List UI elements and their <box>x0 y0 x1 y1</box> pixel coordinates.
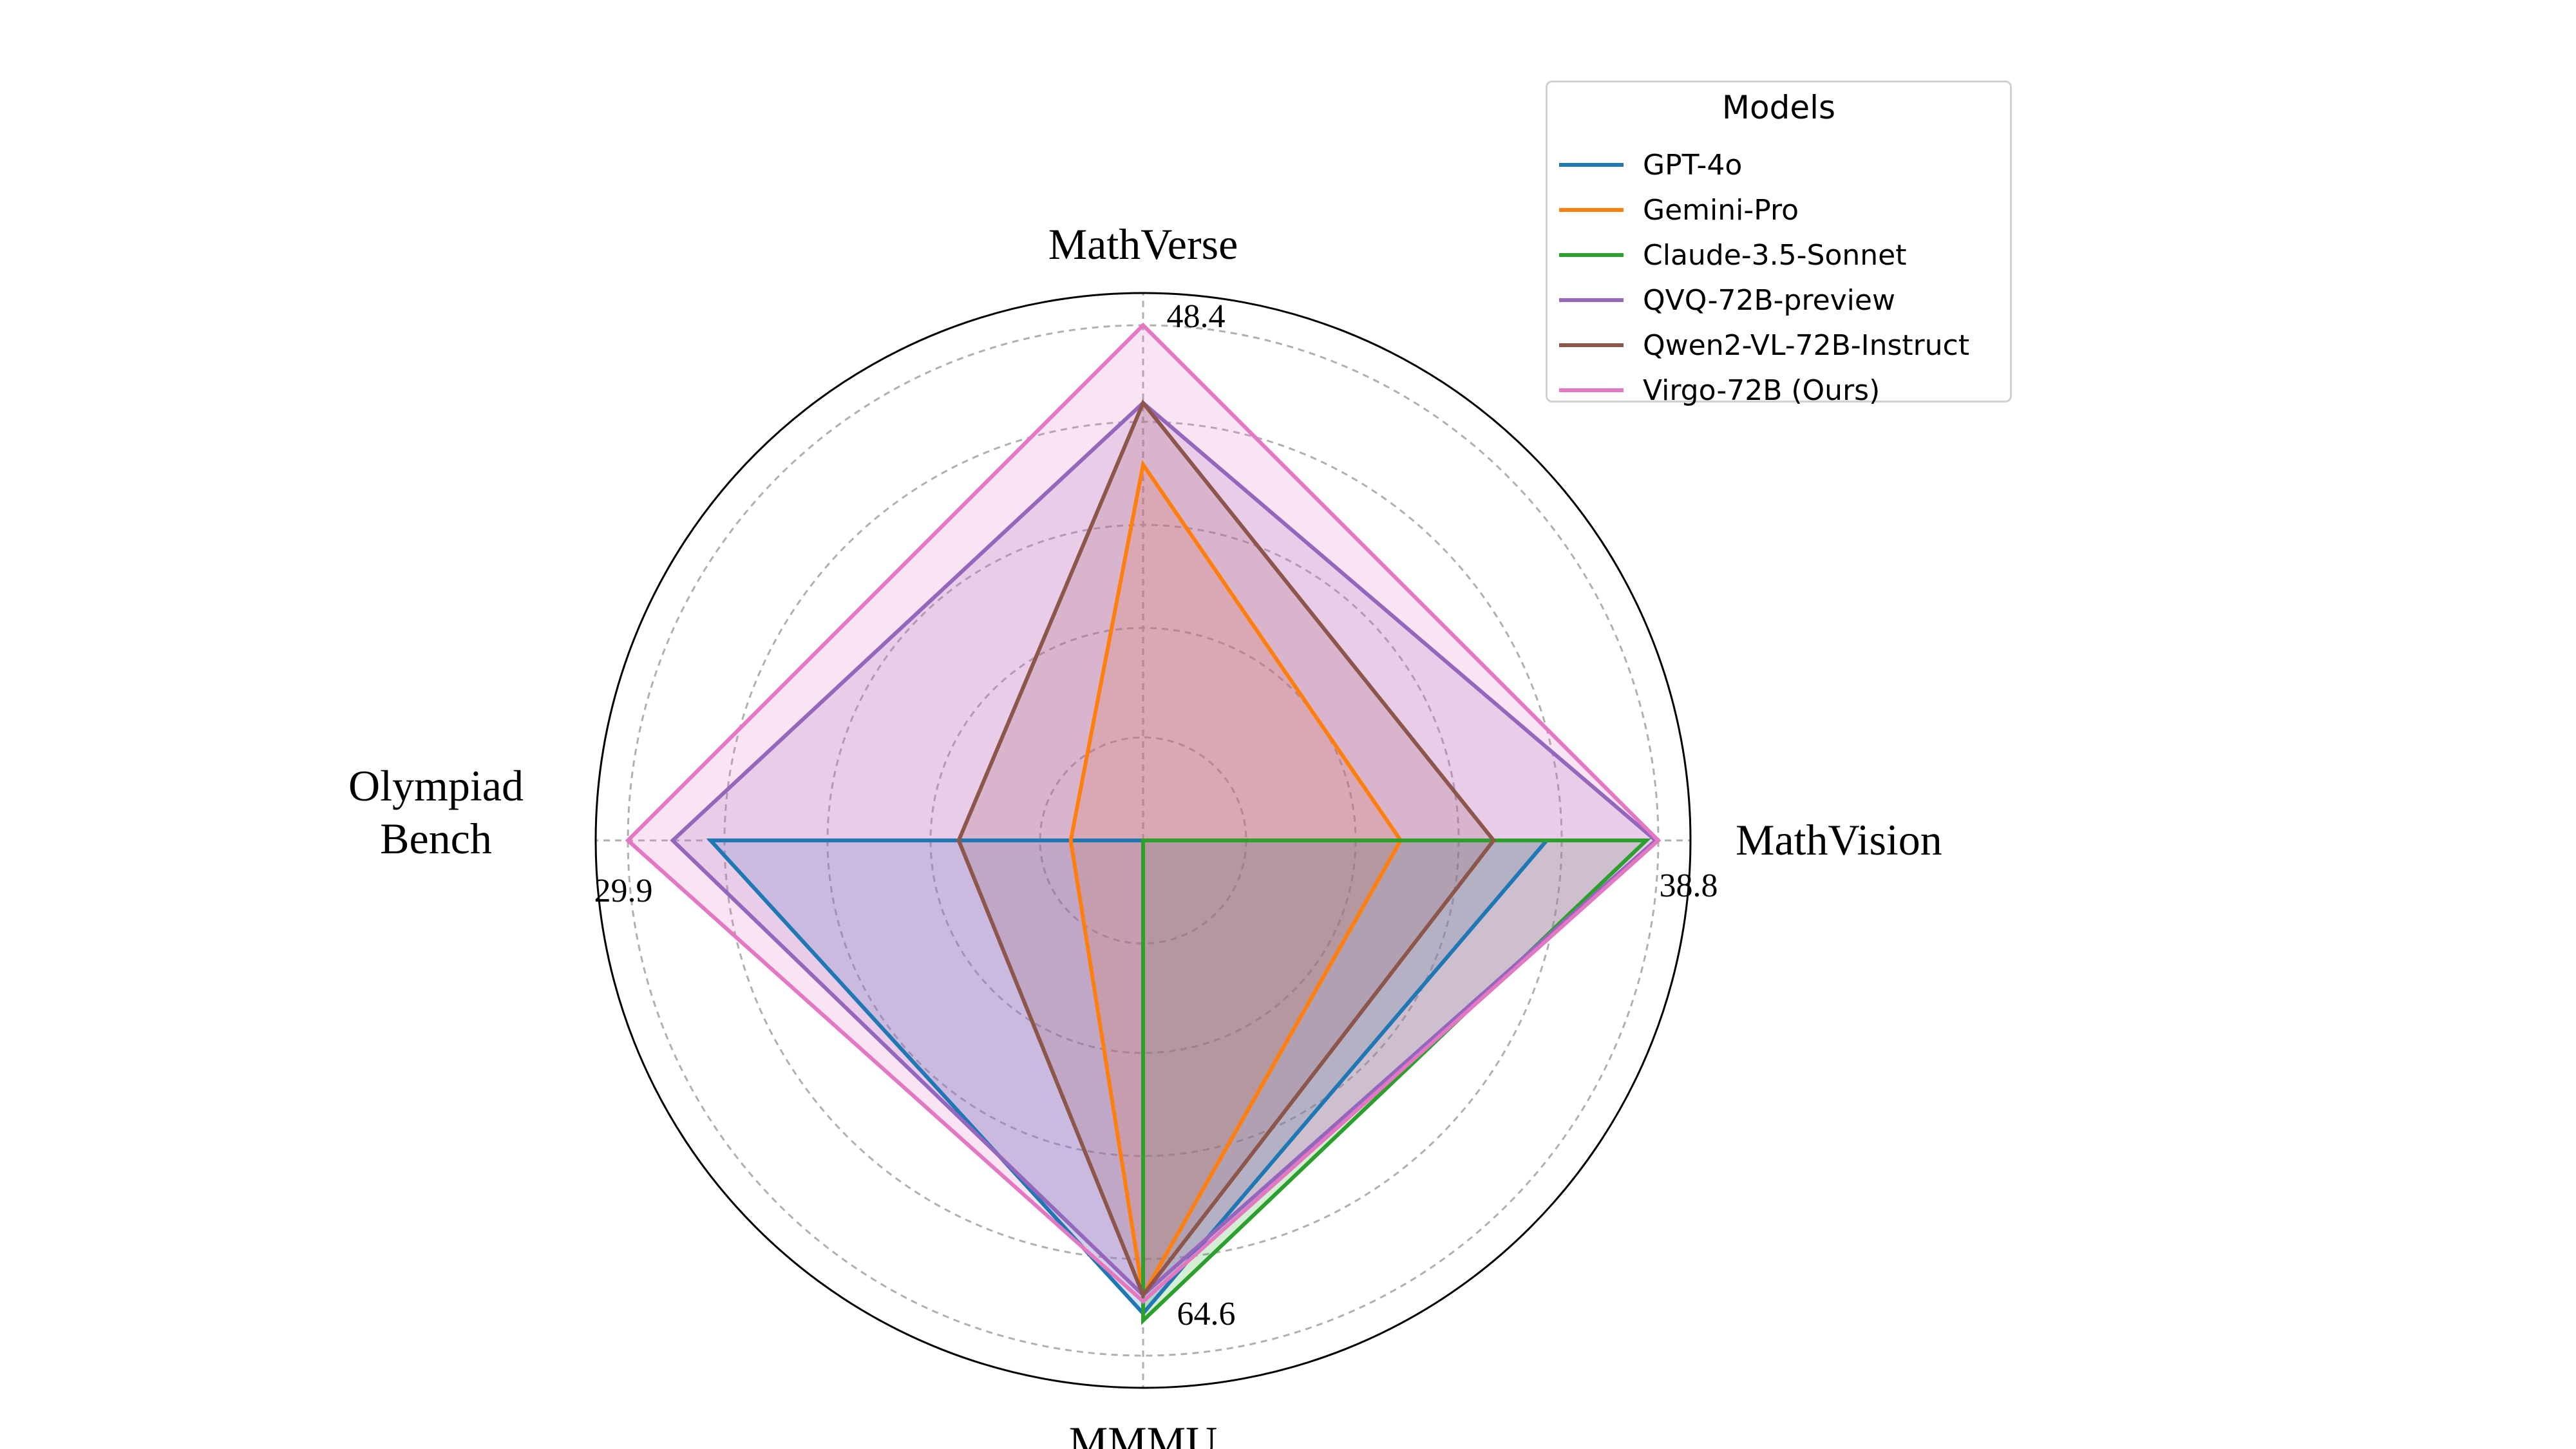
tick-label-top: 48.4 <box>1167 298 1226 335</box>
legend-label: QVQ-72B-preview <box>1643 283 1895 317</box>
legend-swatch <box>1559 298 1624 302</box>
series-line-virgo-72b-ours <box>625 322 1662 1304</box>
series-fill-qvq-72b-preview <box>672 402 1656 1295</box>
tick-label-left: 29.9 <box>594 873 653 909</box>
legend-label: Qwen2-VL-72B-Instruct <box>1643 328 1970 362</box>
series-fill-gpt-4o <box>710 840 1547 1314</box>
axis-label-left-line-1: Olympiad <box>348 761 524 810</box>
axis-label-right: MathVision <box>1736 815 1942 864</box>
legend-item-gpt-4o: GPT-4o <box>1559 146 1742 184</box>
tick-label-right: 38.8 <box>1660 867 1718 904</box>
legend-label: Virgo-72B (Ours) <box>1643 374 1880 407</box>
legend-item-qwen2-vl-72b-instruct: Qwen2-VL-72B-Instruct <box>1559 326 1969 365</box>
series-fill-qwen2-vl-72b-instruct <box>958 402 1494 1295</box>
legend-swatch <box>1559 208 1624 212</box>
series-line-qwen2-vl-72b-instruct <box>956 399 1497 1299</box>
legend-swatch <box>1559 343 1624 347</box>
legend-label: Claude-3.5-Sonnet <box>1643 238 1907 272</box>
series-lines <box>625 322 1662 1325</box>
legend-item-gemini-pro: Gemini-Pro <box>1559 191 1799 229</box>
axis-label-top: MathVerse <box>1048 220 1238 269</box>
series-line-claude-3-5-sonnet <box>1141 838 1651 1325</box>
axis-label-bottom: MMMU <box>1069 1417 1218 1449</box>
legend-label: Gemini-Pro <box>1643 193 1799 227</box>
legend-title: Models <box>1721 89 1836 126</box>
legend-label: GPT-4o <box>1643 148 1743 182</box>
legend-swatch <box>1559 388 1624 392</box>
tick-label-bottom: 64.6 <box>1177 1296 1236 1332</box>
series-fill-virgo-72b-ours <box>628 325 1658 1302</box>
axis-label-left-line-2: Bench <box>380 814 492 863</box>
series-fill-gemini-pro <box>1070 464 1401 1295</box>
legend-item-claude-3-5-sonnet: Claude-3.5-Sonnet <box>1559 236 1906 274</box>
legend-swatch <box>1559 253 1624 257</box>
outer-frame <box>594 292 1692 1389</box>
legend-swatch <box>1559 163 1624 167</box>
legend-item-qvq-72b-preview: QVQ-72B-preview <box>1559 281 1895 319</box>
legend-item-virgo-72b-ours: Virgo-72B (Ours) <box>1559 371 1880 410</box>
